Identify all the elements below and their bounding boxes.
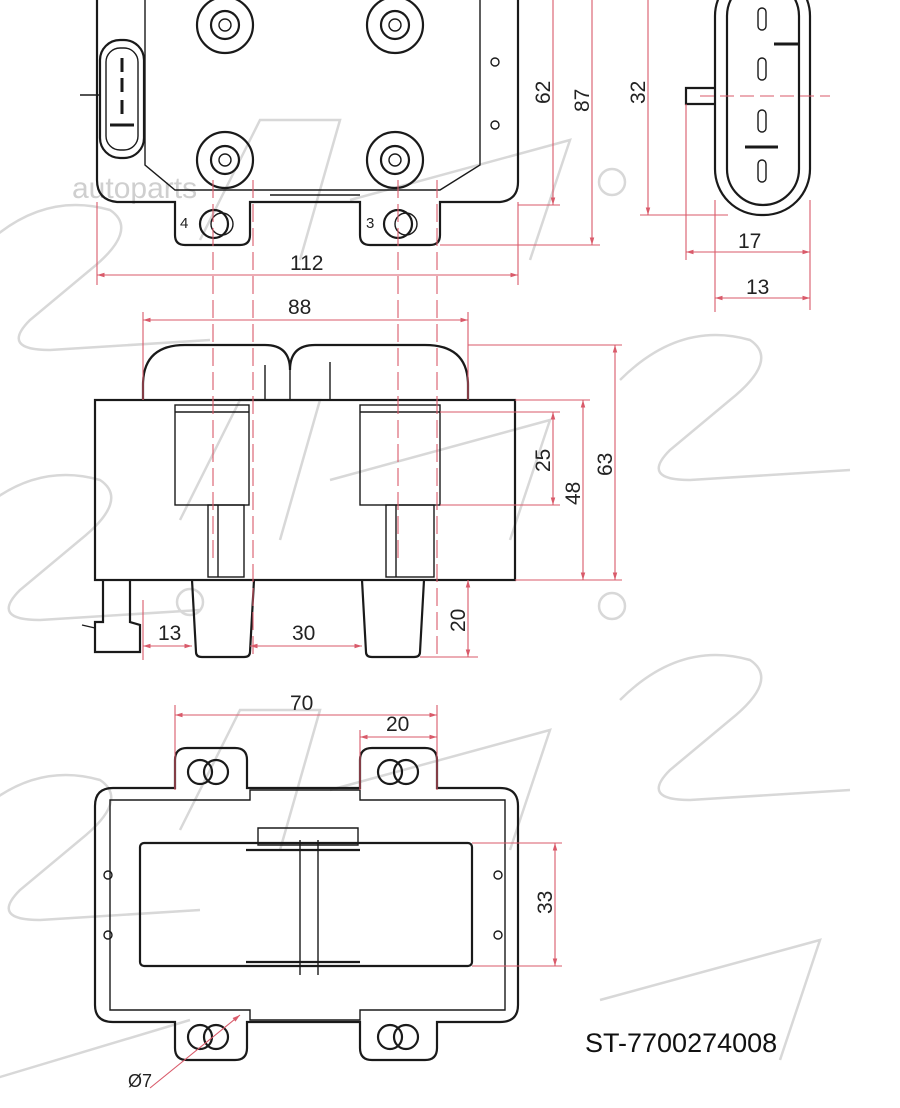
dim-side-tower-spacing: 30 — [292, 622, 315, 645]
ht-tower-right — [360, 579, 426, 659]
dim-side-body-height: 48 — [562, 482, 585, 505]
terminal-label-3: 3 — [366, 215, 374, 232]
coil-top-view: 4 3 112 62 87 — [80, 0, 600, 285]
dim-side-top-width: 88 — [288, 296, 311, 319]
dim-side-connector-offset: 13 — [158, 622, 181, 645]
watermark-site-text: autoparts — [72, 172, 197, 205]
dim-connector-height: 32 — [627, 81, 650, 104]
dim-connector-width-13: 13 — [746, 276, 769, 299]
dim-connector-width-17: 17 — [738, 230, 761, 253]
mount-hole-top-right — [376, 758, 420, 786]
dim-bottom-window-height: 33 — [534, 891, 557, 914]
mount-hole-bottom-right — [376, 1023, 420, 1051]
terminal-top-left — [195, 0, 255, 55]
dim-top-width: 112 — [290, 252, 323, 275]
terminal-label-4: 4 — [180, 215, 188, 232]
coil-side-view: 88 25 48 63 20 13 30 — [81, 296, 622, 660]
mount-lug-left — [198, 208, 234, 240]
dim-top-height-62: 62 — [532, 81, 555, 104]
coil-bottom-view: 70 20 33 Ø7 — [93, 692, 562, 1091]
sat-watermark: autoparts — [0, 118, 851, 1079]
terminal-bottom-left — [195, 130, 255, 190]
terminal-top-right — [365, 0, 425, 55]
center-lines — [212, 180, 438, 660]
ht-tower-left — [190, 579, 256, 659]
dim-top-height-87: 87 — [571, 89, 594, 112]
terminal-bottom-right — [365, 130, 425, 190]
mount-hole-bottom-left — [186, 1023, 230, 1051]
connector-top — [80, 38, 146, 160]
dim-side-tower-height: 20 — [447, 609, 470, 632]
dim-bottom-mount-spacing: 70 — [290, 692, 313, 715]
dim-side-total-height: 63 — [594, 453, 617, 476]
part-number: ST-7700274008 — [585, 1028, 777, 1058]
side-connector — [81, 580, 142, 654]
mount-hole-top-left — [186, 758, 230, 786]
dim-side-block-height: 25 — [532, 449, 555, 472]
dim-bottom-lug-width: 20 — [386, 713, 409, 736]
mount-lug-right — [382, 208, 418, 240]
connector-end-view: 32 17 13 — [627, 0, 830, 312]
dim-hole-diameter: Ø7 — [128, 1071, 152, 1091]
